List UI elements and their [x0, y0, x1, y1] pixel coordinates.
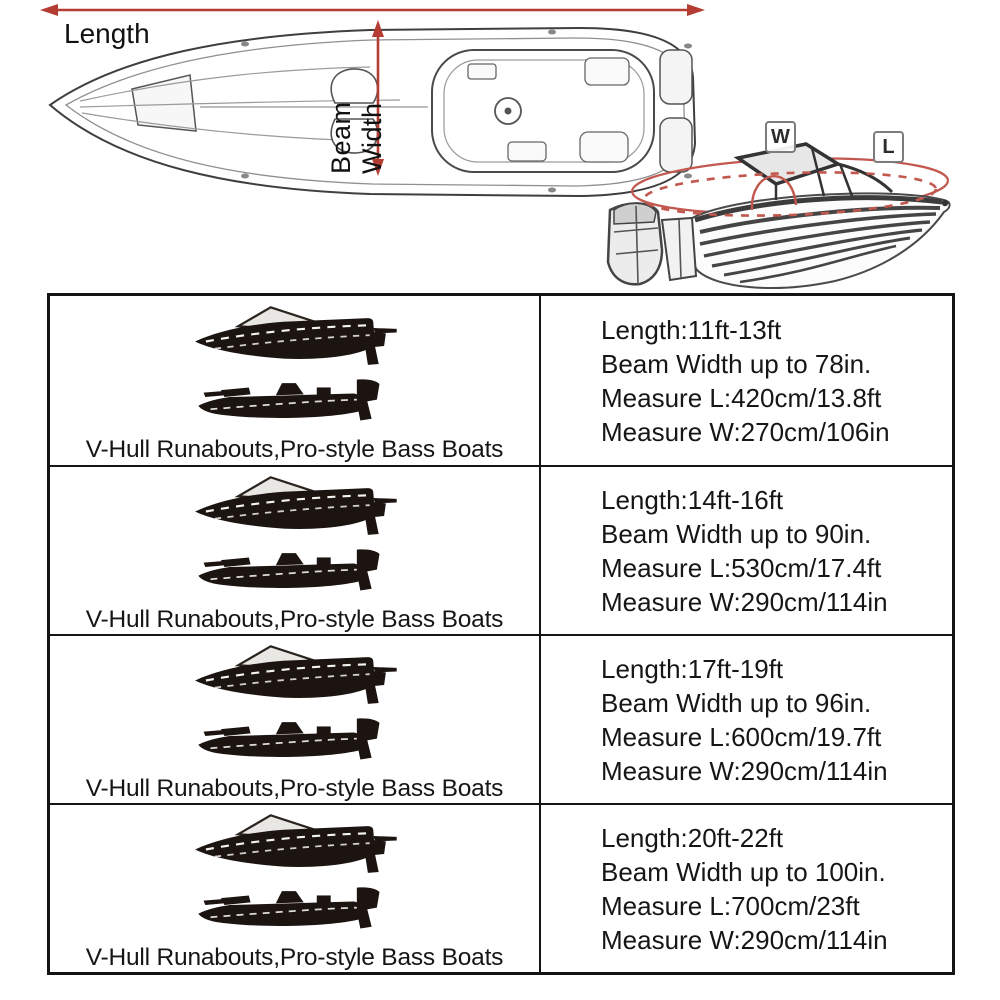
- spec-measure-l: Measure L:600cm/19.7ft: [601, 721, 882, 752]
- size-table: V-Hull Runabouts,Pro-style Bass Boats Le…: [47, 293, 955, 975]
- boat-type-caption: V-Hull Runabouts,Pro-style Bass Boats: [85, 944, 504, 971]
- size-specs-cell: Length:11ft-13ft Beam Width up to 78in. …: [539, 296, 952, 465]
- boat-type-cell: V-Hull Runabouts,Pro-style Bass Boats: [50, 467, 539, 634]
- speedboat-silhouette-icon: [187, 471, 403, 543]
- length-arrow-icon: [40, 4, 705, 16]
- bassboat-silhouette-icon: [191, 377, 399, 431]
- boat-top-view-drawing: [48, 26, 697, 198]
- boat-type-cell: V-Hull Runabouts,Pro-style Bass Boats: [50, 636, 539, 803]
- bassboat-silhouette-icon: [191, 885, 399, 939]
- size-specs-cell: Length:20ft-22ft Beam Width up to 100in.…: [539, 805, 952, 972]
- spec-measure-w: Measure W:270cm/106in: [601, 416, 890, 447]
- speedboat-silhouette-icon: [187, 640, 403, 712]
- boat-type-caption: V-Hull Runabouts,Pro-style Bass Boats: [85, 436, 504, 463]
- length-tag: L: [873, 131, 904, 163]
- boat-type-caption: V-Hull Runabouts,Pro-style Bass Boats: [85, 606, 504, 633]
- spec-length: Length:14ft-16ft: [601, 484, 784, 515]
- bassboat-silhouette-icon: [191, 716, 399, 770]
- bassboat-silhouette-icon: [191, 547, 399, 601]
- width-tag: W: [765, 121, 796, 153]
- length-label: Length: [64, 18, 150, 49]
- spec-length: Length:17ft-19ft: [601, 653, 784, 684]
- spec-measure-l: Measure L:700cm/23ft: [601, 890, 860, 921]
- size-row-4: V-Hull Runabouts,Pro-style Bass Boats Le…: [50, 803, 952, 972]
- spec-measure-w: Measure W:290cm/114in: [601, 586, 888, 617]
- size-row-3: V-Hull Runabouts,Pro-style Bass Boats Le…: [50, 634, 952, 803]
- spec-length: Length:20ft-22ft: [601, 822, 784, 853]
- spec-beam-width: Beam Width up to 96in.: [601, 687, 872, 718]
- measurement-diagram: Length: [0, 0, 1000, 293]
- spec-beam-width: Beam Width up to 100in.: [601, 856, 886, 887]
- spec-beam-width: Beam Width up to 78in.: [601, 348, 872, 379]
- spec-measure-l: Measure L:530cm/17.4ft: [601, 552, 882, 583]
- speedboat-silhouette-icon: [187, 809, 403, 881]
- size-specs-cell: Length:17ft-19ft Beam Width up to 96in. …: [539, 636, 952, 803]
- spec-measure-l: Measure L:420cm/13.8ft: [601, 382, 882, 413]
- beam-width-label: Beam Width: [326, 101, 387, 174]
- spec-length: Length:11ft-13ft: [601, 314, 782, 345]
- size-row-2: V-Hull Runabouts,Pro-style Bass Boats Le…: [50, 465, 952, 634]
- spec-measure-w: Measure W:290cm/114in: [601, 755, 888, 786]
- covered-boat-drawing: [606, 142, 951, 289]
- boat-type-cell: V-Hull Runabouts,Pro-style Bass Boats: [50, 805, 539, 972]
- boat-type-caption: V-Hull Runabouts,Pro-style Bass Boats: [85, 775, 504, 802]
- boat-type-cell: V-Hull Runabouts,Pro-style Bass Boats: [50, 296, 539, 465]
- size-specs-cell: Length:14ft-16ft Beam Width up to 90in. …: [539, 467, 952, 634]
- spec-beam-width: Beam Width up to 90in.: [601, 518, 872, 549]
- size-row-1: V-Hull Runabouts,Pro-style Bass Boats Le…: [50, 296, 952, 465]
- spec-measure-w: Measure W:290cm/114in: [601, 924, 888, 955]
- beam-width-arrow-icon: [372, 20, 384, 176]
- speedboat-silhouette-icon: [187, 301, 403, 373]
